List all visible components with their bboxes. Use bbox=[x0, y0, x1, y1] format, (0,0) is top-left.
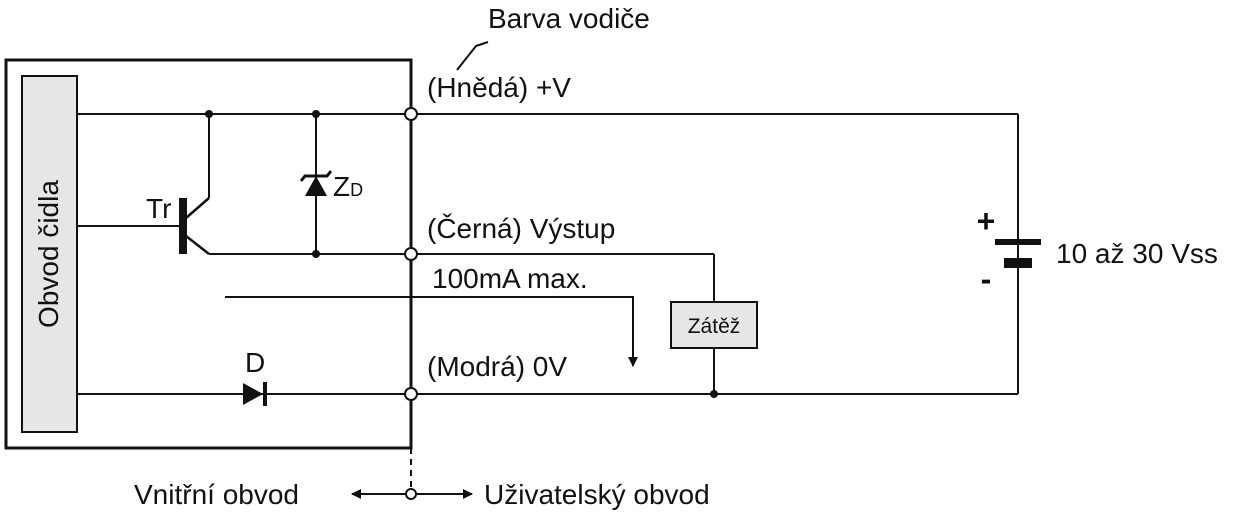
transistor-base-bar bbox=[179, 198, 187, 254]
boundary-node bbox=[405, 488, 417, 500]
terminal-black bbox=[404, 247, 418, 261]
user-circuit-label: Uživatelský obvod bbox=[484, 479, 710, 510]
supply-plus-sign: + bbox=[977, 203, 996, 239]
internal-circuit-label: Vnitřní obvod bbox=[134, 479, 299, 510]
supply-voltage-label: 10 až 30 Vss bbox=[1056, 238, 1218, 269]
sensor-circuit-block bbox=[21, 75, 78, 433]
diode-triangle bbox=[243, 383, 263, 405]
terminal-brown bbox=[404, 107, 418, 121]
node-zener-bottom bbox=[312, 250, 320, 258]
sensor-circuit-label: Obvod čidla bbox=[33, 180, 64, 328]
current-flow-arrow bbox=[225, 296, 638, 367]
diode-label: D bbox=[245, 347, 265, 378]
node-load-bottom bbox=[710, 390, 718, 398]
wire-black-label: (Černá) Výstup bbox=[427, 213, 615, 244]
battery-plate-short bbox=[1004, 258, 1032, 268]
wire-color-leader bbox=[456, 41, 489, 71]
wire-blue-label: (Modrá) 0V bbox=[427, 351, 567, 382]
wire-color-label: Barva vodiče bbox=[488, 3, 650, 34]
current-label: 100mA max. bbox=[432, 263, 588, 294]
transistor-label: Tr bbox=[146, 193, 171, 224]
diode-bar bbox=[263, 382, 267, 406]
transistor-emitter bbox=[185, 235, 210, 255]
node-collector bbox=[205, 110, 213, 118]
zener-symbol-triangle bbox=[305, 176, 327, 196]
supply-minus-sign: - bbox=[981, 261, 992, 297]
wire-brown-label: (Hnědá) +V bbox=[427, 72, 571, 103]
battery-plate-long bbox=[995, 239, 1041, 245]
node-zener-top bbox=[312, 110, 320, 118]
zener-label: ZD bbox=[333, 171, 363, 202]
transistor-collector bbox=[185, 197, 210, 219]
load-label: Zátěž bbox=[688, 315, 741, 338]
terminal-blue bbox=[404, 387, 418, 401]
